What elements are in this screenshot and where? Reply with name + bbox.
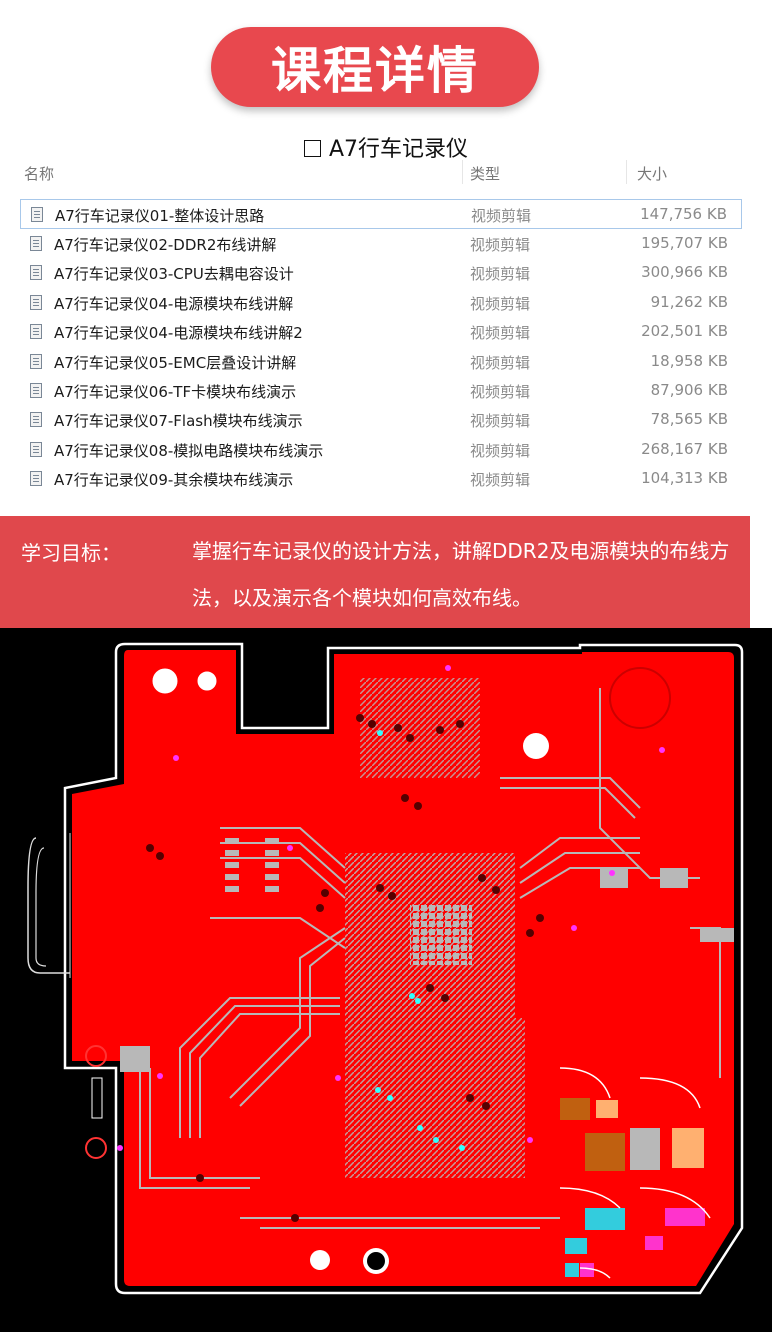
folder-title-text: A7行车记录仪 xyxy=(328,137,469,162)
video-file-icon xyxy=(30,412,42,428)
file-name: A7行车记录仪08-模拟电路模块布线演示 xyxy=(54,441,324,460)
file-type: 视频剪辑 xyxy=(470,471,531,490)
file-name: A7行车记录仪09-其余模块布线演示 xyxy=(54,471,294,490)
file-size: 104,313 KB xyxy=(641,469,728,488)
file-name: A7行车记录仪04-电源模块布线讲解 xyxy=(54,294,294,313)
file-size: 195,707 KB xyxy=(641,234,728,252)
file-name: A7行车记录仪04-电源模块布线讲解2 xyxy=(54,324,303,343)
file-row[interactable]: A7行车记录仪09-其余模块布线演示 视频剪辑 104,313 KB xyxy=(20,464,742,493)
learning-goal-text: 掌握行车记录仪的设计方法，讲解DDR2及电源模块的布线方法，以及演示各个模块如何… xyxy=(192,539,730,610)
file-type: 视频剪辑 xyxy=(470,353,531,372)
video-file-icon xyxy=(30,294,42,310)
video-file-icon xyxy=(30,441,42,457)
video-file-icon xyxy=(30,324,42,340)
file-size: 147,756 KB xyxy=(640,205,727,223)
video-file-icon xyxy=(30,471,42,487)
file-type: 视频剪辑 xyxy=(470,441,531,460)
pcb-layout-image xyxy=(0,628,772,1332)
column-separator[interactable] xyxy=(626,160,627,184)
pcb-layout-drawing xyxy=(27,642,744,1295)
file-type: 视频剪辑 xyxy=(470,294,531,313)
video-file-icon xyxy=(30,265,42,281)
checkbox-icon[interactable] xyxy=(303,140,321,157)
video-file-icon xyxy=(30,382,42,398)
file-name: A7行车记录仪01-整体设计思路 xyxy=(55,207,265,225)
file-size: 91,262 KB xyxy=(650,292,728,311)
file-name: A7行车记录仪07-Flash模块布线演示 xyxy=(54,412,303,431)
file-name: A7行车记录仪06-TF卡模块布线演示 xyxy=(54,382,297,401)
file-size: 300,966 KB xyxy=(641,263,728,282)
column-header-type[interactable]: 类型 xyxy=(470,165,501,183)
file-type: 视频剪辑 xyxy=(471,207,532,225)
file-type: 视频剪辑 xyxy=(470,324,531,343)
column-separator[interactable] xyxy=(462,160,463,184)
learning-goal-banner: 学习目标： 掌握行车记录仪的设计方法，讲解DDR2及电源模块的布线方法，以及演示… xyxy=(0,516,750,628)
column-header-size[interactable]: 大小 xyxy=(637,165,668,183)
file-row[interactable]: A7行车记录仪08-模拟电路模块布线演示 视频剪辑 268,167 KB xyxy=(20,435,742,464)
folder-title: A7行车记录仪 xyxy=(0,131,772,163)
file-row[interactable]: A7行车记录仪02-DDR2布线讲解 视频剪辑 195,707 KB xyxy=(20,229,742,258)
file-list: A7行车记录仪01-整体设计思路 视频剪辑 147,756 KB A7行车记录仪… xyxy=(20,199,742,494)
file-row[interactable]: A7行车记录仪06-TF卡模块布线演示 视频剪辑 87,906 KB xyxy=(20,376,742,405)
file-size: 202,501 KB xyxy=(641,322,728,341)
video-file-icon xyxy=(30,353,42,369)
file-type: 视频剪辑 xyxy=(470,382,531,401)
file-size: 268,167 KB xyxy=(641,439,728,458)
file-type: 视频剪辑 xyxy=(470,265,531,284)
file-row[interactable]: A7行车记录仪04-电源模块布线讲解 视频剪辑 91,262 KB xyxy=(20,288,742,317)
file-name: A7行车记录仪03-CPU去耦电容设计 xyxy=(54,265,294,284)
video-file-icon xyxy=(30,236,42,251)
video-file-icon xyxy=(31,207,43,222)
file-name: A7行车记录仪05-EMC层叠设计讲解 xyxy=(54,353,297,372)
file-row[interactable]: A7行车记录仪03-CPU去耦电容设计 视频剪辑 300,966 KB xyxy=(20,258,742,287)
column-header-name[interactable]: 名称 xyxy=(24,165,55,183)
file-size: 87,906 KB xyxy=(650,380,728,399)
file-size: 78,565 KB xyxy=(650,410,728,429)
file-name: A7行车记录仪02-DDR2布线讲解 xyxy=(54,236,277,254)
file-type: 视频剪辑 xyxy=(470,236,531,254)
file-row[interactable]: A7行车记录仪01-整体设计思路 视频剪辑 147,756 KB xyxy=(20,199,742,229)
file-row[interactable]: A7行车记录仪04-电源模块布线讲解2 视频剪辑 202,501 KB xyxy=(20,317,742,346)
file-row[interactable]: A7行车记录仪05-EMC层叠设计讲解 视频剪辑 18,958 KB xyxy=(20,347,742,376)
course-details-banner: 课程详情 xyxy=(211,27,539,107)
file-type: 视频剪辑 xyxy=(470,412,531,431)
file-size: 18,958 KB xyxy=(650,351,728,370)
learning-goal-label: 学习目标： xyxy=(21,541,121,565)
course-details-title: 课程详情 xyxy=(271,42,479,100)
file-row[interactable]: A7行车记录仪07-Flash模块布线演示 视频剪辑 78,565 KB xyxy=(20,405,742,434)
